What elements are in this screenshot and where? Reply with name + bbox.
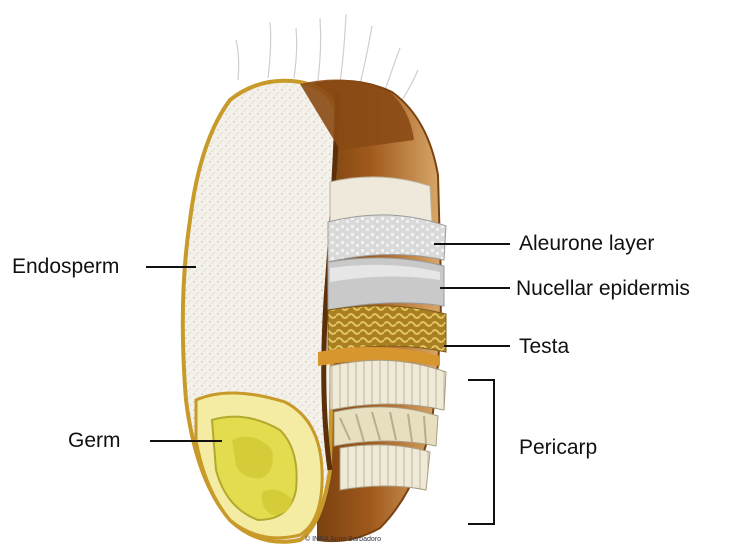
pericarp-layer-1 bbox=[330, 360, 446, 410]
label-nucellar-epidermis: Nucellar epidermis bbox=[516, 278, 690, 299]
aleurone-layer-shape bbox=[328, 215, 446, 262]
label-pericarp: Pericarp bbox=[519, 437, 597, 458]
pericarp-bracket bbox=[468, 380, 494, 524]
label-aleurone-layer: Aleurone layer bbox=[519, 233, 654, 254]
image-credit: © INRA Anne Barbadoro bbox=[305, 536, 381, 543]
label-endosperm: Endosperm bbox=[12, 256, 119, 277]
testa-shape bbox=[328, 306, 446, 352]
germ-region bbox=[196, 393, 322, 538]
label-germ: Germ bbox=[68, 430, 121, 451]
label-testa: Testa bbox=[519, 336, 569, 357]
pericarp-layer-3 bbox=[340, 445, 430, 490]
